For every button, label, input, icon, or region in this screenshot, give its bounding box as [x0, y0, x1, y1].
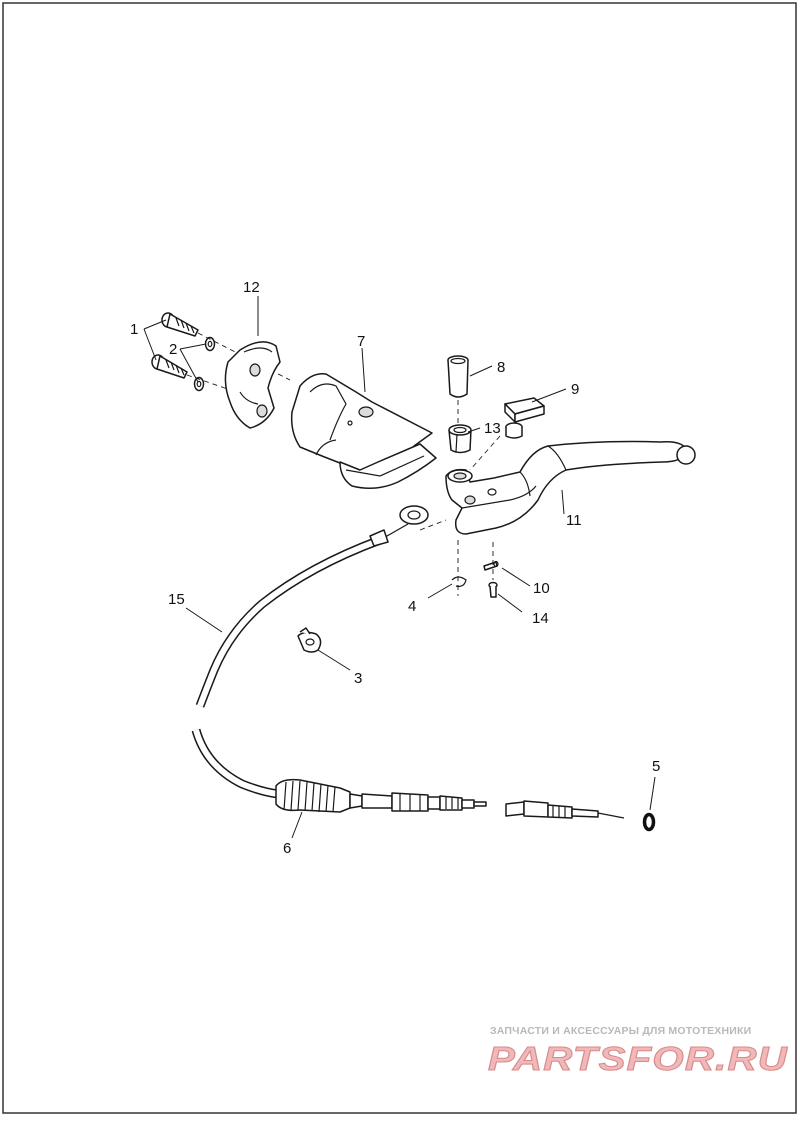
callout-13: 13: [484, 420, 501, 437]
part-4-retaining-ring: [451, 576, 467, 587]
callout-1: 1: [130, 321, 138, 338]
callout-7: 7: [357, 333, 365, 350]
watermark-tagline: ЗАПЧАСТИ И АКСЕССУАРЫ ДЛЯ МОТОТЕХНИКИ: [490, 1025, 751, 1037]
cable-end-axis: [419, 519, 447, 531]
part-12-clamp: [224, 341, 281, 429]
part-6-cable-lower: [191, 728, 625, 819]
callout-3: 3: [354, 670, 362, 687]
part-8-pivot-pin: [447, 355, 469, 398]
callout-12: 12: [243, 279, 260, 296]
callout-5: 5: [652, 758, 660, 775]
part-14-set-screw: [488, 581, 498, 598]
callout-15: 15: [168, 591, 185, 608]
part-15-cable-upper: [195, 505, 429, 708]
callout-4: 4: [408, 598, 416, 615]
part-9-switch-plunger: [504, 397, 545, 439]
callout-labels: 1 2 3 4 5 6 7 8 9 10 11 12 13 14 15: [130, 279, 660, 857]
callout-9: 9: [571, 381, 579, 398]
plunger-axis: [469, 435, 501, 471]
part-3-cable-clip: [297, 627, 322, 653]
watermark-brand: PARTSFOR.RU: [488, 1040, 788, 1077]
part-13-bushing: [448, 424, 472, 454]
callout-2: 2: [169, 341, 177, 358]
part-7-lever-housing: [290, 373, 437, 489]
leader-lines: [143, 296, 656, 839]
screw-axis-lower: [186, 374, 246, 396]
callout-8: 8: [497, 359, 505, 376]
part-11-clutch-lever: [445, 440, 696, 535]
watermark: ЗАПЧАСТИ И АКСЕССУАРЫ ДЛЯ МОТОТЕХНИКИ PA…: [488, 1025, 788, 1078]
part-10-pin: [483, 560, 499, 571]
callout-6: 6: [283, 840, 291, 857]
callout-14: 14: [532, 610, 549, 627]
part-1-screws: [151, 312, 199, 379]
callout-10: 10: [533, 580, 550, 597]
part-5-o-ring: [642, 812, 656, 832]
callout-11: 11: [566, 512, 582, 529]
